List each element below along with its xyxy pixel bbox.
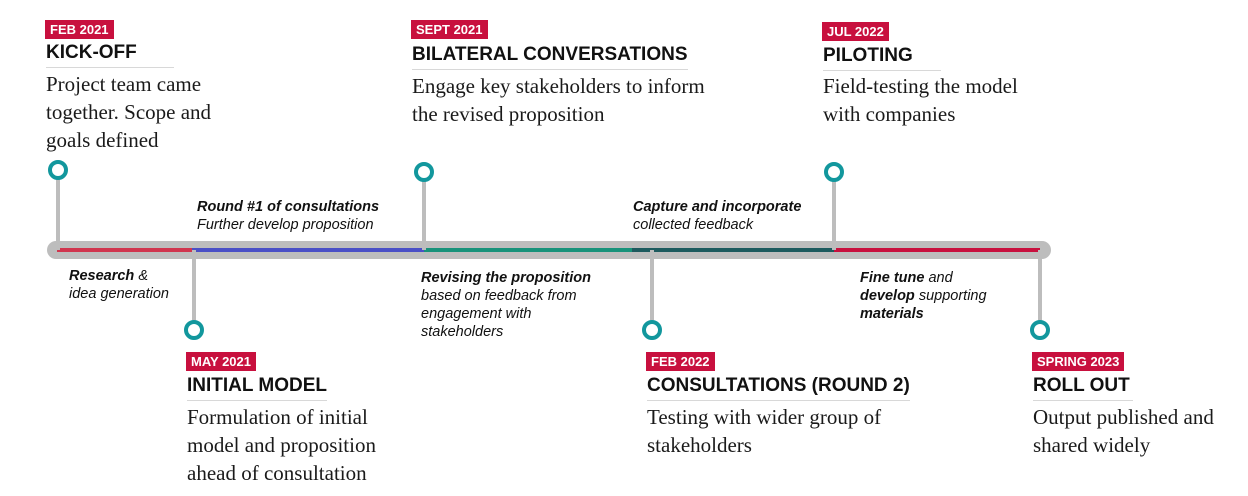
stem-consultations2 <box>650 250 654 320</box>
phase-label-text: collected feedback <box>633 217 754 233</box>
phase-label-text: and <box>924 270 953 286</box>
milestone-description: Testing with wider group of stakeholders <box>647 405 882 457</box>
phase-label-bold: Fine tune <box>860 270 925 286</box>
milestone-title: CONSULTATIONS (ROUND 2) <box>647 375 910 401</box>
segment-capture <box>632 248 834 252</box>
milestone-node-rollout <box>1030 320 1050 340</box>
phase-label-text: stakeholders <box>421 324 504 340</box>
segment-round1 <box>192 248 424 252</box>
milestone-node-piloting <box>824 162 844 182</box>
stem-piloting <box>832 178 836 250</box>
phase-label-bold: Round #1 of consultations <box>197 199 380 215</box>
segment-revising <box>424 248 632 252</box>
segment-finetune <box>834 248 1040 252</box>
milestone-title: KICK-OFF <box>46 42 174 68</box>
milestone-description: Output published and shared widely <box>1033 405 1214 457</box>
milestone-date: SPRING 2023 <box>1032 352 1125 371</box>
milestone-description: Project team came together. Scope and go… <box>46 72 212 152</box>
milestone-node-initial-model <box>184 320 204 340</box>
phase-label-revising: Revising the proposition based on feedba… <box>421 269 621 341</box>
milestone-title: PILOTING <box>823 45 941 71</box>
milestone-description: Engage key stakeholders to inform the re… <box>412 74 705 126</box>
milestone-title: INITIAL MODEL <box>187 375 328 401</box>
milestone-node-consultations2 <box>642 320 662 340</box>
milestone-date: SEPT 2021 <box>411 20 488 39</box>
phase-label-bold: develop <box>860 288 915 304</box>
phase-label-bold: Capture and incorporate <box>633 199 802 215</box>
stem-kickoff <box>56 178 60 250</box>
phase-label-text: idea generation <box>69 286 169 302</box>
phase-label-research: Research & idea generation <box>69 267 199 303</box>
phase-label-bold: Revising the proposition <box>421 270 591 286</box>
milestone-date: FEB 2021 <box>45 20 114 39</box>
milestone-node-kickoff <box>48 160 68 180</box>
phase-label-text: & <box>134 268 148 284</box>
milestone-date: FEB 2022 <box>646 352 715 371</box>
milestone-date: MAY 2021 <box>186 352 256 371</box>
phase-label-text: Further develop proposition <box>197 217 374 233</box>
phase-label-bold: materials <box>860 306 924 322</box>
segment-research <box>57 248 192 252</box>
phase-label-text: based on feedback from <box>421 288 577 304</box>
phase-label-finetune: Fine tune and develop supporting materia… <box>860 269 1030 323</box>
phase-label-bold: Research <box>69 268 135 284</box>
phase-label-text: engagement with <box>421 306 532 322</box>
phase-label-capture: Capture and incorporate collected feedba… <box>633 198 833 234</box>
stem-rollout <box>1038 250 1042 320</box>
phase-label-text: supporting <box>914 288 987 304</box>
milestone-date: JUL 2022 <box>822 22 889 41</box>
phase-label-round1: Round #1 of consultations Further develo… <box>197 198 417 234</box>
milestone-node-bilateral <box>414 162 434 182</box>
milestone-description: Field-testing the model with companies <box>823 74 1018 126</box>
milestone-title: ROLL OUT <box>1033 375 1133 401</box>
stem-bilateral <box>422 178 426 250</box>
milestone-title: BILATERAL CONVERSATIONS <box>412 44 688 70</box>
stem-initial-model <box>192 250 196 320</box>
milestone-description: Formulation of initial model and proposi… <box>187 405 376 485</box>
